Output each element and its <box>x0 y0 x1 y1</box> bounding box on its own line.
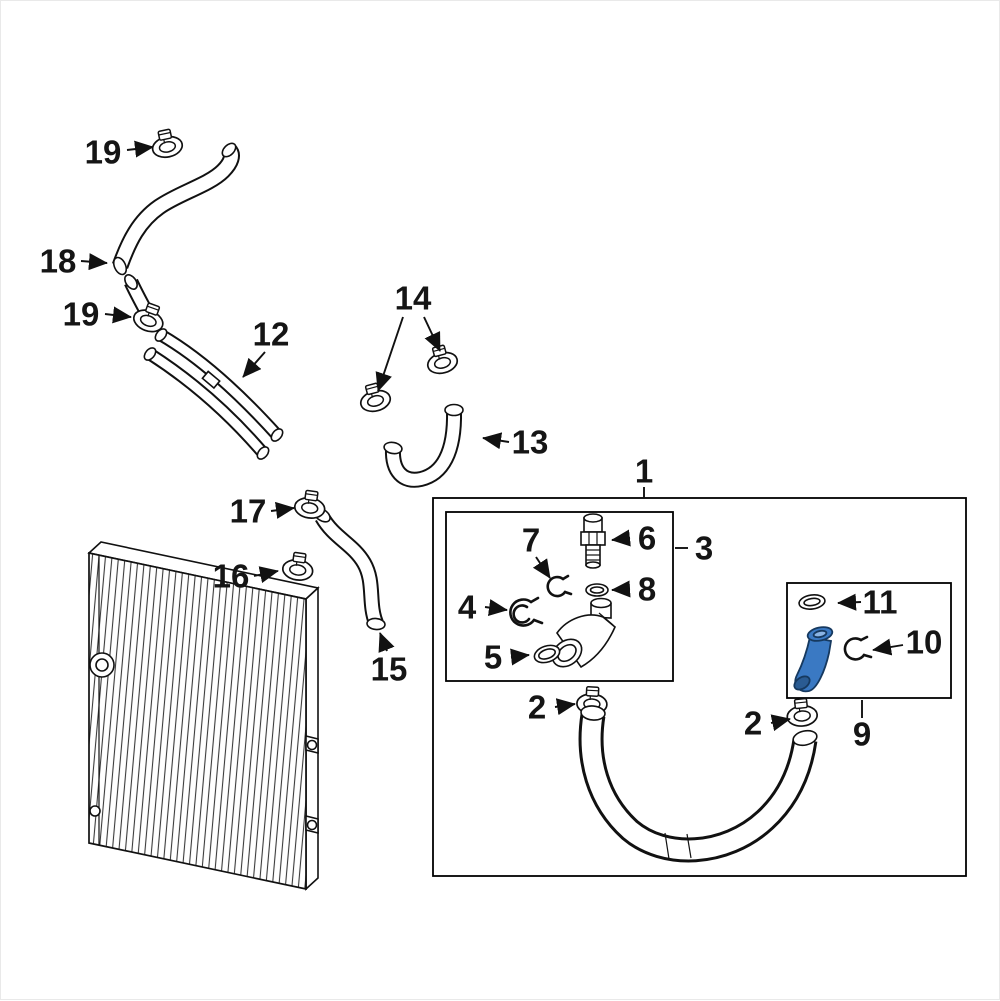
callout-13[interactable]: 13 <box>512 424 549 461</box>
subassembly-box-9 <box>786 582 952 699</box>
callout-19-top[interactable]: 19 <box>85 134 122 171</box>
subassembly-box-3 <box>445 511 674 682</box>
callout-16[interactable]: 16 <box>213 558 250 595</box>
callout-14[interactable]: 14 <box>395 280 432 317</box>
gasket-5 <box>533 644 561 664</box>
coolant-temp-sensor <box>580 513 606 569</box>
coolant-pipe-adapter-highlighted[interactable] <box>792 625 834 693</box>
thermostat-housing <box>551 597 616 669</box>
seal-ring-11 <box>798 594 826 610</box>
radiator-core-fins <box>88 551 307 891</box>
lower-hose-15 <box>313 507 386 631</box>
retaining-clip-10 <box>843 635 873 661</box>
pipe-bracket <box>201 370 221 390</box>
hose-end <box>221 142 237 158</box>
o-ring-8 <box>585 583 609 597</box>
callout-3[interactable]: 3 <box>695 530 713 567</box>
callout-1[interactable]: 1 <box>635 453 653 490</box>
callout-2-right[interactable]: 2 <box>744 705 762 742</box>
bypass-hose-13 <box>383 403 464 488</box>
callout-8[interactable]: 8 <box>638 571 656 608</box>
hose-clamp-14-right <box>422 341 461 378</box>
hose-clamp-14-left <box>355 379 394 416</box>
callout-5[interactable]: 5 <box>484 639 502 676</box>
callout-2-left[interactable]: 2 <box>528 689 546 726</box>
radiator <box>87 541 320 891</box>
hose-open-end <box>112 256 128 276</box>
callout-6[interactable]: 6 <box>638 520 656 557</box>
hose-clamp-17 <box>292 488 328 521</box>
callout-7[interactable]: 7 <box>522 522 540 559</box>
callout-9[interactable]: 9 <box>853 716 871 753</box>
radiator-drain <box>89 805 101 817</box>
lower-radiator-hose <box>578 705 818 863</box>
callout-11[interactable]: 11 <box>863 584 898 621</box>
callout-17[interactable]: 17 <box>230 493 267 530</box>
leader-lines <box>80 140 904 732</box>
hose-clamp-16 <box>280 550 316 583</box>
adapter-flange-inner[interactable] <box>812 629 828 639</box>
callout-4[interactable]: 4 <box>458 589 477 626</box>
spring-clamp-4 <box>509 596 544 627</box>
twin-coolant-pipe <box>143 328 284 460</box>
callout-19-bottom[interactable]: 19 <box>63 296 100 333</box>
callout-10[interactable]: 10 <box>906 624 943 661</box>
upper-radiator-hose <box>112 142 240 276</box>
callout-12[interactable]: 12 <box>253 316 290 353</box>
callout-18[interactable]: 18 <box>40 243 77 280</box>
callout-15[interactable]: 15 <box>371 651 408 688</box>
retaining-clip-7 <box>546 574 573 598</box>
adapter-outlet[interactable] <box>792 674 812 693</box>
assembly-box-1 <box>432 497 967 877</box>
hose-clamp-2-right <box>784 696 820 729</box>
hose-clamp-19-top <box>148 126 186 161</box>
